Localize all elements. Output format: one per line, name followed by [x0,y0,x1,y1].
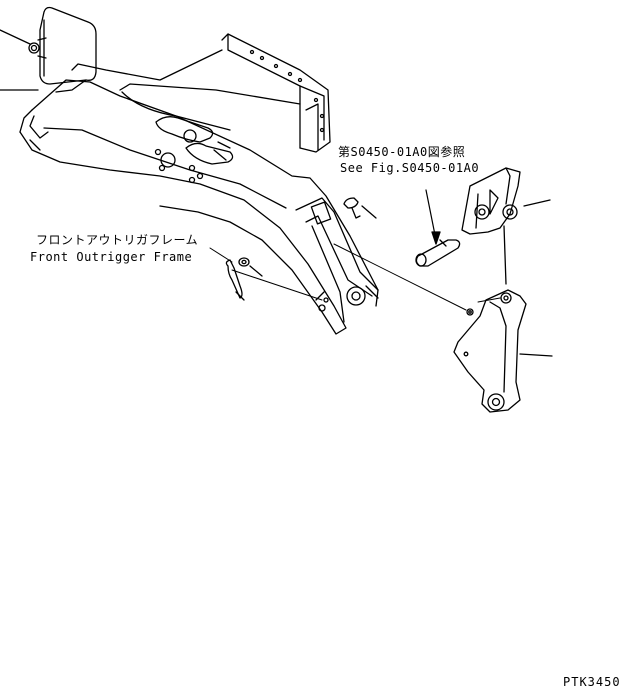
frame-label-en: Front Outrigger Frame [30,250,193,264]
reference-label-jp: 第S0450-01A0図参照 [338,145,466,159]
cotter-pin [225,259,245,301]
leader-lines [209,243,501,311]
drawing-code: PTK3450 [563,675,621,689]
pin [415,189,461,267]
washer [238,257,263,277]
link-plate [453,289,553,413]
outrigger-frame [19,33,379,335]
reference-label-en: See Fig.S0450-01A0 [340,161,480,175]
bracket [461,167,551,285]
frame-label-jp: フロントアウトリガフレーム [36,233,199,247]
outrigger-pad [0,6,97,93]
bolt [343,197,377,219]
